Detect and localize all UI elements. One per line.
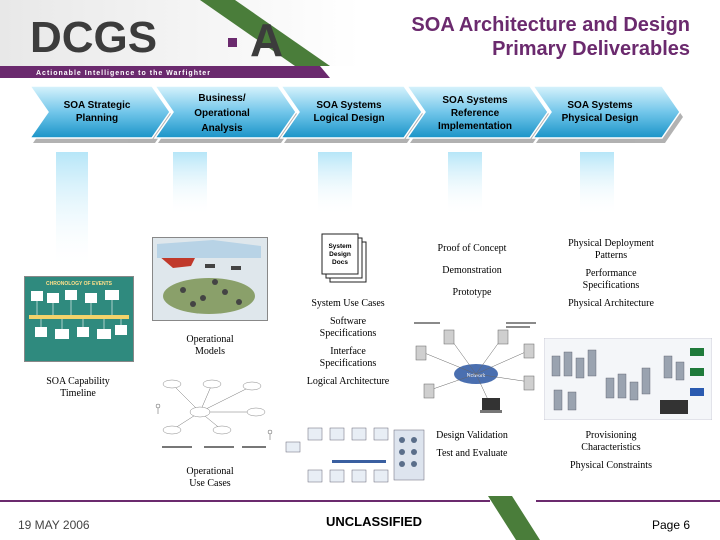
flow-shaft-1 xyxy=(56,152,88,270)
svg-text:Design: Design xyxy=(329,251,351,258)
logical-architecture-thumbnail xyxy=(285,427,425,483)
document-stack-icon: System Design Docs xyxy=(321,233,367,283)
deliverable-item: Software Specifications xyxy=(319,316,377,339)
deliverable-item: Provisioning Characteristics xyxy=(581,430,641,453)
chevron-strategic-planning xyxy=(28,85,171,139)
network-prototype-thumbnail: Network xyxy=(414,322,536,413)
operational-use-cases-label: Operational Use Cases xyxy=(186,466,234,489)
svg-text:Actionable Intelligence to the: Actionable Intelligence to the Warfighte… xyxy=(36,70,211,77)
svg-text:DCGS: DCGS xyxy=(30,13,157,62)
use-case-diagram-thumbnail xyxy=(155,379,273,448)
svg-text:CHRONOLOGY OF EVENTS: CHRONOLOGY OF EVENTS xyxy=(46,281,113,287)
deliverable-item: Interface Specifications xyxy=(319,346,377,369)
deliverable-item: Proof of Concept xyxy=(437,243,507,254)
physical-design-deliverables: Physical Deployment Patterns Performance… xyxy=(568,238,654,316)
step-label-3: SOA Systems Logical Design xyxy=(313,100,385,124)
flow-shaft-2 xyxy=(173,152,207,216)
operational-models-label: Operational Models xyxy=(186,334,234,357)
page-title: SOA Architecture and Design xyxy=(411,14,690,36)
step-label-2: Business/ Operational Analysis xyxy=(194,93,250,134)
svg-text:Docs: Docs xyxy=(332,259,348,266)
deliverable-item: Physical Deployment Patterns xyxy=(568,238,654,261)
deliverable-item: Prototype xyxy=(452,287,492,298)
deliverable-item: Logical Architecture xyxy=(306,376,390,387)
step-label-4: SOA Systems Reference Implementation xyxy=(438,95,512,132)
reference-validation-deliverables: Design Validation Test and Evaluate xyxy=(430,430,514,466)
reference-implementation-deliverables: Proof of Concept Demonstration Prototype xyxy=(430,243,514,305)
capability-timeline-label: SOA Capability Timeline xyxy=(46,376,110,399)
classification-banner: UNCLASSIFIED xyxy=(326,514,423,529)
flow-shaft-4 xyxy=(448,152,482,216)
physical-architecture-thumbnail xyxy=(544,338,712,420)
step-label-1: SOA Strategic Planning xyxy=(63,100,131,124)
deliverable-item: Performance Specifications xyxy=(582,268,640,291)
flow-shaft-5 xyxy=(580,152,614,216)
deliverable-item: Test and Evaluate xyxy=(436,448,508,459)
chronology-thumbnail: CHRONOLOGY OF EVENTS xyxy=(24,276,134,362)
footer-band xyxy=(0,496,720,540)
chevron-reference-implementation xyxy=(405,85,549,139)
process-chevron-bar xyxy=(28,85,683,143)
deliverable-item: Physical Architecture xyxy=(568,298,654,309)
logical-design-deliverables: System Use Cases Software Specifications… xyxy=(306,298,390,394)
chevron-physical-design xyxy=(531,85,681,139)
flow-shaft-3 xyxy=(318,152,352,216)
deliverable-item: Demonstration xyxy=(442,265,502,276)
svg-text:System: System xyxy=(328,243,351,250)
page-number: Page 6 xyxy=(652,518,691,532)
page-subtitle: Primary Deliverables xyxy=(492,38,690,60)
dcgs-a-logo: DCGS A Actionable Intelligence to the Wa… xyxy=(0,0,360,78)
step-label-5: SOA Systems Physical Design xyxy=(561,100,639,124)
chevron-operational-analysis xyxy=(153,85,297,139)
operational-model-thumbnail xyxy=(152,237,268,321)
deliverable-item: System Use Cases xyxy=(311,298,385,309)
deliverable-item: Design Validation xyxy=(436,430,508,441)
svg-text:A: A xyxy=(250,14,283,66)
chevron-logical-design xyxy=(279,85,423,139)
footer-date: 19 MAY 2006 xyxy=(18,518,90,532)
physical-constraints-deliverables: Provisioning Characteristics Physical Co… xyxy=(568,430,654,478)
svg-text:Network: Network xyxy=(467,373,486,379)
deliverable-item: Physical Constraints xyxy=(570,460,652,471)
